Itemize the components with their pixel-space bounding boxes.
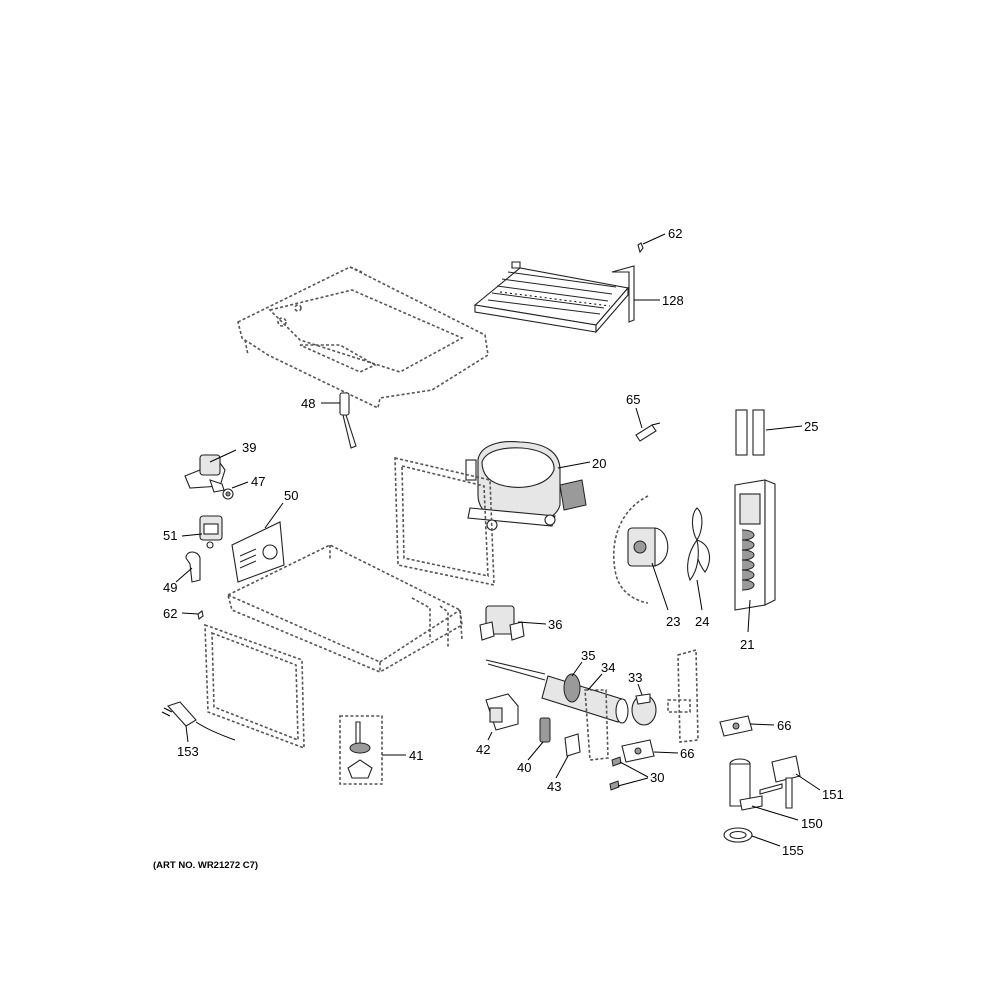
callout-43: 43 [547,779,561,794]
condenser-21 [734,479,776,611]
callout-20: 20 [592,456,606,471]
bracket-66-bottom [621,739,655,763]
art-number: (ART NO. WR21272 C7) [153,860,259,871]
screws-30 [609,756,622,791]
callout-24: 24 [695,614,709,629]
gasket-155 [723,827,753,843]
panel-50 [231,521,285,583]
callout-50: 50 [284,488,298,503]
elbow-49 [185,551,201,583]
callout-47: 47 [251,474,265,489]
callout-62-top: 62 [668,226,682,241]
filter-cap-35 [563,673,581,703]
callout-49: 49 [163,580,177,595]
callout-150: 150 [801,816,823,831]
front-panel-frame [204,623,305,750]
power-cord-153 [161,701,236,741]
part-40 [539,717,551,743]
part-65 [635,422,661,442]
bracket-right [667,648,699,743]
callout-39: 39 [242,440,256,455]
valve-36 [479,605,525,641]
callout-65: 65 [626,392,640,407]
side-panel-frame [394,456,495,586]
callout-33: 33 [628,670,642,685]
part-43 [564,733,581,757]
callout-34: 34 [601,660,615,675]
callout-66-top: 66 [777,718,791,733]
fan-motor-23 [613,495,669,604]
bracket-66-top [719,715,753,737]
tube-48 [339,392,357,449]
callout-23: 23 [666,614,680,629]
part-39 [184,454,226,493]
base-frame [227,544,463,673]
callout-36: 36 [548,617,562,632]
callout-51: 51 [163,528,177,543]
callout-25: 25 [804,419,818,434]
callout-151: 151 [822,787,844,802]
evaporator-128 [473,261,635,334]
part-47 [222,488,234,500]
callout-21: 21 [740,637,754,652]
filter-housing-34 [485,659,629,761]
compressor-20 [465,441,587,531]
part-150 [729,758,763,811]
bracket-42 [485,693,519,731]
valve-51 [199,515,223,549]
fan-blade-24 [687,507,711,582]
callout-153: 153 [177,744,199,759]
part-62-left [197,610,204,620]
part-62-top [637,242,644,254]
leader-lines [175,233,821,847]
callout-35: 35 [581,648,595,663]
callout-66-bottom: 66 [680,746,694,761]
callout-155: 155 [782,843,804,858]
top-tray-frame [237,266,489,410]
cap-33 [631,693,657,726]
callout-128: 128 [662,293,684,308]
part-151 [759,755,801,809]
part-25 [735,409,765,456]
callout-42: 42 [476,742,490,757]
leveling-leg-41 [339,715,383,785]
callout-41: 41 [409,748,423,763]
callout-30: 30 [650,770,664,785]
callout-62-left: 62 [163,606,177,621]
callout-40: 40 [517,760,531,775]
callout-labels: 62 128 48 65 25 39 20 47 50 51 49 62 36 … [163,226,844,858]
callout-48: 48 [301,396,315,411]
